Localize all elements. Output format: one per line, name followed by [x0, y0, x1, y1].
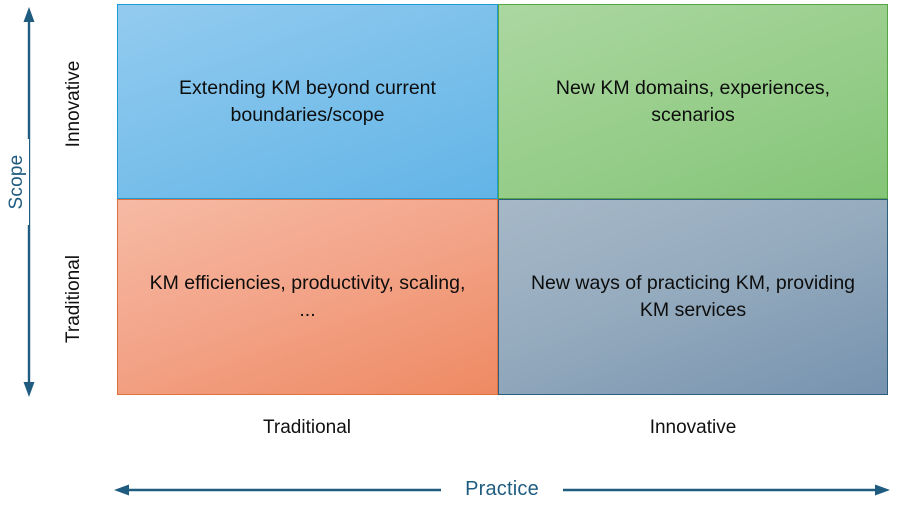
column-label-innovative: Innovative — [649, 417, 737, 438]
quadrant-traditional-scope-innovative-practice[interactable]: New ways of practicing KM, providing KM … — [498, 199, 888, 395]
row-label-innovative: Innovative — [63, 60, 84, 148]
matrix-grid: Extending KM beyond current boundaries/s… — [117, 4, 888, 395]
column-label-traditional: Traditional — [262, 417, 351, 438]
practice-axis-title: Practice — [441, 476, 563, 502]
scope-axis-title: Scope — [5, 139, 29, 225]
quadrant-traditional-scope-traditional-practice[interactable]: KM efficiencies, productivity, scaling, … — [117, 199, 498, 395]
quadrant-innovative-scope-innovative-practice[interactable]: New KM domains, experiences, scenarios — [498, 4, 888, 199]
row-label-traditional: Traditional — [63, 255, 84, 344]
quadrant-text-bottom-left: KM efficiencies, productivity, scaling, … — [149, 272, 466, 321]
quadrant-text-top-left: Extending KM beyond current boundaries/s… — [179, 76, 436, 126]
scope-axis-arrow-svg — [23, 7, 35, 397]
scope-axis-arrow — [12, 6, 46, 398]
quadrant-innovative-scope-traditional-practice[interactable]: Extending KM beyond current boundaries/s… — [117, 4, 498, 199]
quadrant-text-bottom-right: New ways of practicing KM, providing KM … — [530, 272, 856, 321]
quadrant-text-top-right: New KM domains, experiences, scenarios — [555, 76, 831, 126]
